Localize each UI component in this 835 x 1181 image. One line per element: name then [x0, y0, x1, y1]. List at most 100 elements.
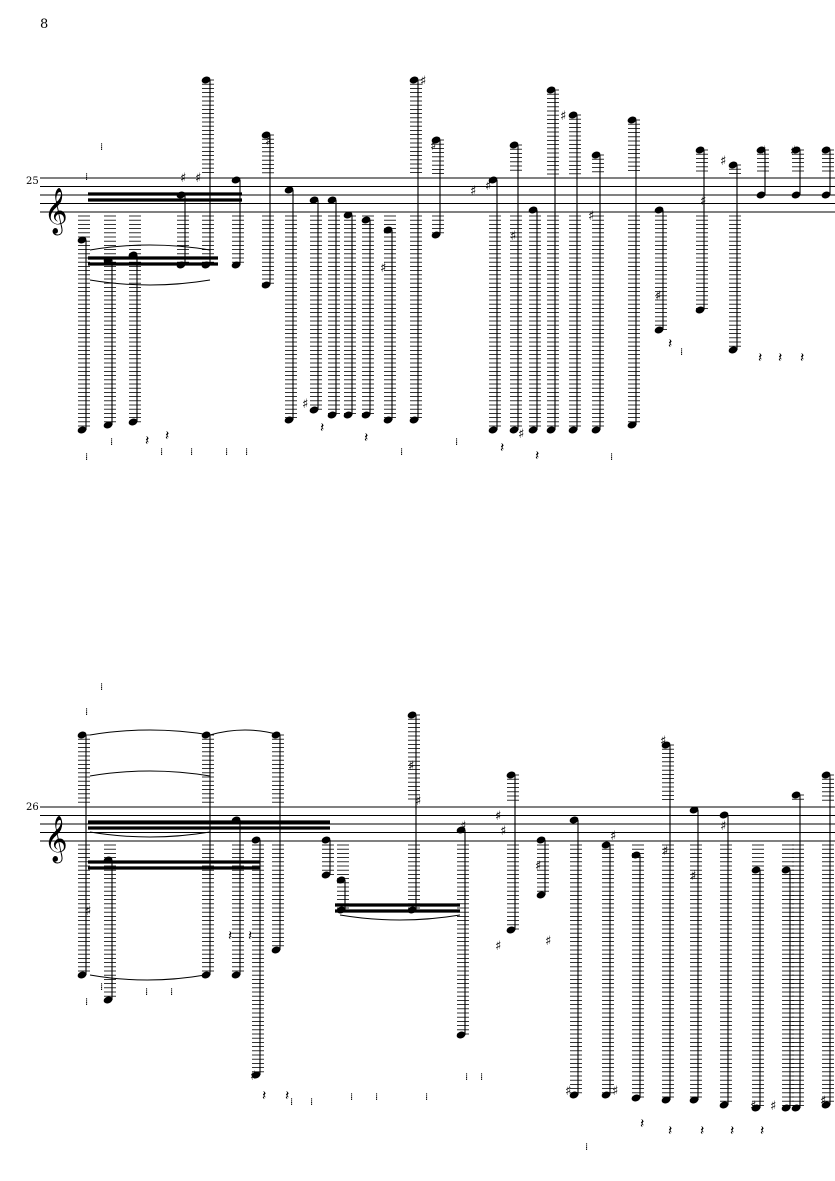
- sharp-icon: ♯: [250, 1069, 256, 1084]
- quarter-rest-icon: 𝄽: [262, 1088, 266, 1104]
- notehead: [568, 426, 578, 434]
- notehead: [756, 191, 766, 199]
- dot-icon: ⁞: [100, 682, 103, 693]
- treble-clef-icon: 𝄞: [44, 816, 68, 864]
- notehead: [781, 1104, 791, 1112]
- quarter-rest-icon: 𝄽: [285, 1088, 289, 1104]
- sharp-icon: ♯: [662, 844, 668, 859]
- notehead: [431, 231, 441, 239]
- notehead: [231, 176, 241, 184]
- notehead: [528, 426, 538, 434]
- quarter-rest-icon: 𝄽: [700, 1123, 704, 1139]
- dot-icon: ⁞: [85, 997, 88, 1008]
- notehead: [343, 211, 353, 219]
- dot-icon: ⁞: [85, 452, 88, 463]
- notehead: [728, 346, 738, 354]
- quarter-rest-icon: 𝄽: [364, 430, 368, 446]
- notehead: [627, 421, 637, 429]
- sharp-icon: ♯: [510, 229, 516, 244]
- quarter-rest-icon: 𝄽: [668, 1123, 672, 1139]
- notehead: [719, 1101, 729, 1109]
- sharp-icon: ♯: [560, 109, 566, 124]
- notehead: [231, 971, 241, 979]
- dot-icon: ⁞: [160, 447, 163, 458]
- notehead: [654, 326, 664, 334]
- quarter-rest-icon: 𝄽: [535, 448, 539, 464]
- notehead: [689, 806, 699, 814]
- notehead: [791, 191, 801, 199]
- notehead: [77, 971, 87, 979]
- tie: [339, 914, 461, 921]
- notehead: [251, 836, 261, 844]
- notehead: [591, 426, 601, 434]
- tie: [89, 279, 211, 286]
- quarter-rest-icon: 𝄽: [778, 350, 782, 366]
- notehead: [77, 236, 87, 244]
- notehead: [488, 426, 498, 434]
- treble-clef-icon: 𝄞: [44, 188, 68, 236]
- dot-icon: ⁞: [225, 447, 228, 458]
- notehead: [456, 826, 466, 834]
- notehead: [251, 1071, 261, 1079]
- sharp-icon: ♯: [430, 139, 436, 154]
- sharp-icon: ♯: [265, 134, 271, 149]
- notehead: [321, 836, 331, 844]
- sharp-icon: ♯: [85, 904, 91, 919]
- dot-icon: ⁞: [585, 1142, 588, 1153]
- notehead: [506, 926, 516, 934]
- dot-icon: ⁞: [455, 437, 458, 448]
- dot-icon: ⁞: [350, 1092, 353, 1103]
- tie: [89, 831, 211, 838]
- notehead: [327, 196, 337, 204]
- quarter-rest-icon: 𝄽: [320, 420, 324, 436]
- quarter-rest-icon: 𝄽: [165, 428, 169, 444]
- notehead: [309, 196, 319, 204]
- quarter-rest-icon: 𝄽: [758, 350, 762, 366]
- quarter-rest-icon: 𝄽: [640, 1116, 644, 1132]
- quarter-rest-icon: 𝄽: [668, 336, 672, 352]
- sharp-icon: ♯: [790, 144, 796, 159]
- quarter-rest-icon: 𝄽: [145, 433, 149, 449]
- notehead: [661, 1096, 671, 1104]
- sharp-icon: ♯: [820, 1094, 826, 1109]
- sharp-icon: ♯: [565, 1084, 571, 1099]
- page-number: 8: [40, 17, 49, 32]
- sharp-icon: ♯: [760, 144, 766, 159]
- quarter-rest-icon: 𝄽: [760, 1123, 764, 1139]
- dot-icon: ⁞: [85, 172, 88, 183]
- quarter-rest-icon: 𝄽: [228, 928, 232, 944]
- notehead: [751, 1104, 761, 1112]
- notehead: [654, 206, 664, 214]
- tie: [209, 729, 281, 736]
- dot-icon: ⁞: [610, 452, 613, 463]
- dot-icon: ⁞: [375, 1092, 378, 1103]
- dot-icon: ⁞: [400, 447, 403, 458]
- notehead: [488, 176, 498, 184]
- dot-icon: ⁞: [85, 707, 88, 718]
- sharp-icon: ♯: [460, 819, 466, 834]
- notehead: [509, 426, 519, 434]
- notehead: [569, 816, 579, 824]
- notehead: [103, 996, 113, 1004]
- tie: [89, 770, 211, 777]
- quarter-rest-icon: 𝄽: [730, 1123, 734, 1139]
- tie: [89, 729, 211, 736]
- sharp-icon: ♯: [660, 734, 666, 749]
- dot-icon: ⁞: [190, 447, 193, 458]
- tie: [89, 244, 211, 251]
- sharp-icon: ♯: [518, 427, 524, 442]
- sharp-icon: ♯: [770, 1099, 776, 1114]
- notehead: [201, 971, 211, 979]
- sharp-icon: ♯: [470, 184, 476, 199]
- notehead: [456, 1031, 466, 1039]
- notehead: [569, 1091, 579, 1099]
- sharp-icon: ♯: [720, 154, 726, 169]
- sharp-icon: ♯: [535, 859, 541, 874]
- quarter-rest-icon: 𝄽: [248, 928, 252, 944]
- notehead: [103, 421, 113, 429]
- sharp-icon: ♯: [720, 819, 726, 834]
- dot-icon: ⁞: [425, 1092, 428, 1103]
- notehead: [284, 416, 294, 424]
- sharp-icon: ♯: [420, 74, 426, 89]
